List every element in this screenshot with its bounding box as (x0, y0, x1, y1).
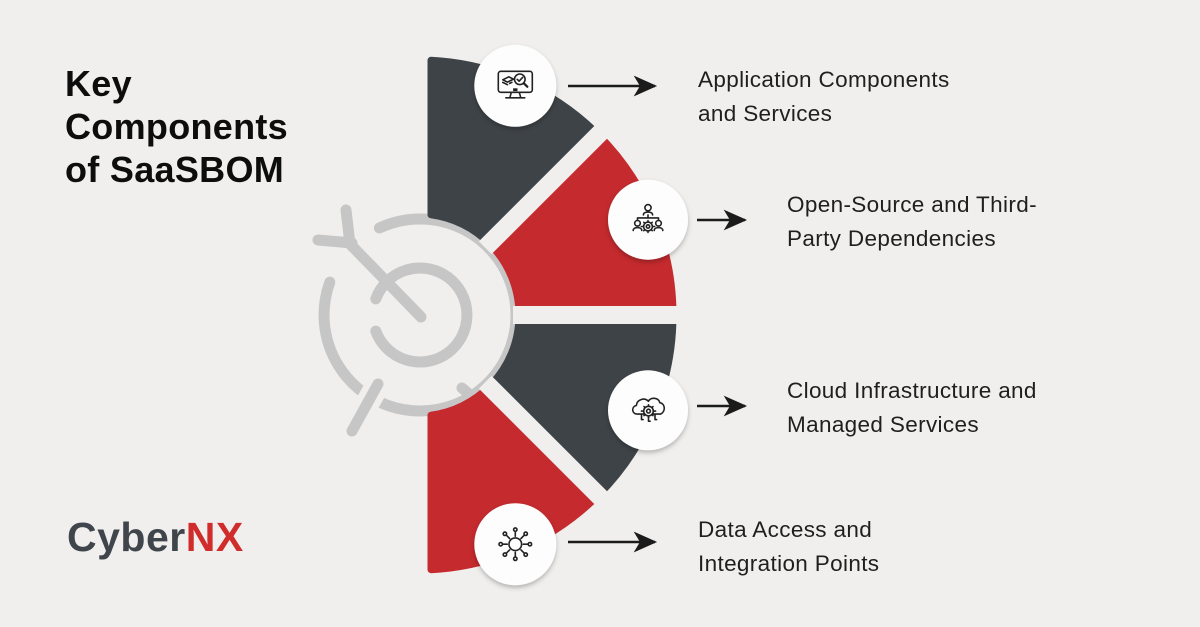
badge-circle-1 (474, 44, 557, 127)
integration-hub-icon (498, 527, 533, 562)
connector-arrows (568, 75, 748, 553)
brand-logo-primary: Cyber (67, 514, 186, 560)
segment-gaps (478, 116, 692, 514)
segment-label-cloud-infrastructure: Cloud Infrastructure and Managed Service… (787, 378, 1037, 437)
title-line-2: Components (65, 106, 288, 147)
brand-logo: CyberNX (67, 514, 244, 561)
target-left-leg (346, 378, 384, 437)
segment-label-open-source: Open-Source and Third- Party Dependencie… (787, 192, 1037, 251)
badge-circle-2 (608, 179, 688, 260)
dart-shaft (343, 237, 427, 323)
brand-logo-accent: NX (185, 514, 244, 560)
segment-open-source (485, 131, 677, 319)
badge-circle-4 (474, 503, 557, 586)
segment-data-access (427, 382, 602, 574)
team-gear-icon (632, 203, 664, 234)
segment-label-application-components: Application Components and Services (698, 67, 950, 126)
segment-label-data-access: Data Access and Integration Points (698, 517, 880, 576)
title-line-3: of SaaSBOM (65, 149, 285, 190)
target-inner-spiral (370, 262, 473, 368)
segment-cloud-infrastructure (485, 311, 677, 499)
monitor-scan-icon (497, 70, 534, 99)
icon-badges (474, 44, 688, 586)
segment-application-components (427, 56, 602, 248)
title-line-1: Key (65, 63, 132, 104)
page-title: Key Components of SaaSBOM (65, 62, 288, 191)
dart-fletching (312, 204, 358, 250)
cloud-gear-icon (631, 397, 666, 422)
donut-segments (427, 56, 692, 574)
